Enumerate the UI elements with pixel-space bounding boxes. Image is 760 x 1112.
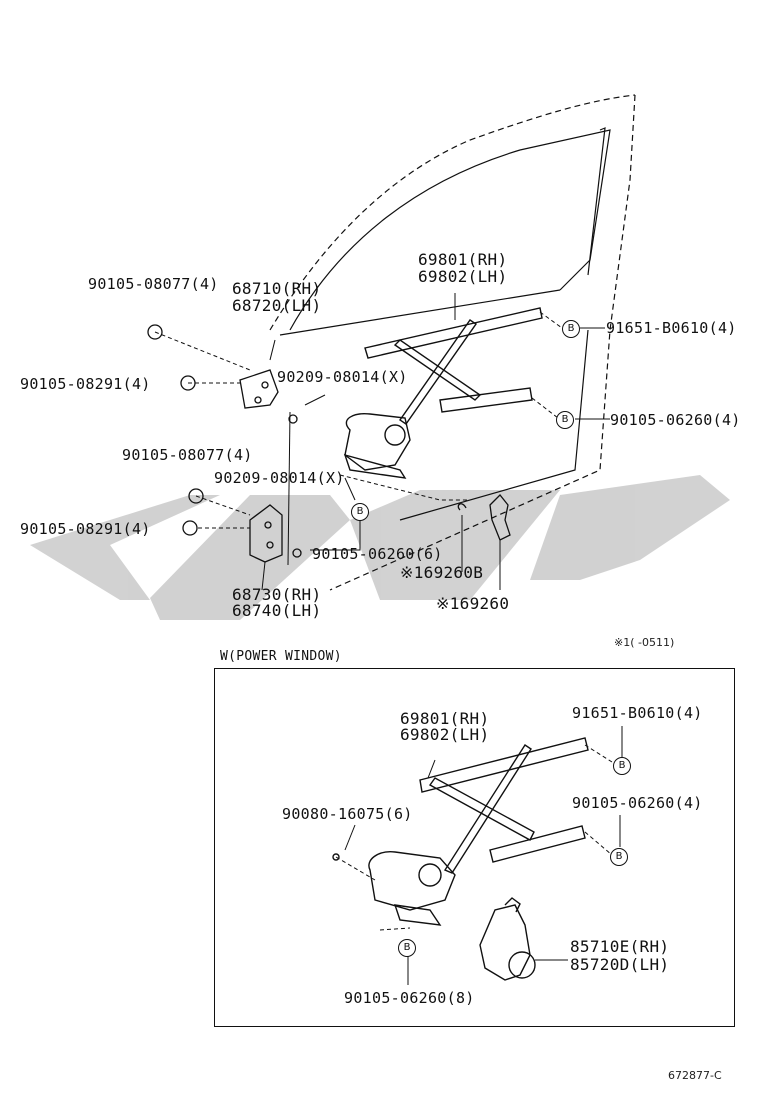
pw-label-bolt-bottom: 90105-06260(8) xyxy=(344,989,475,1007)
power-window-leaders xyxy=(335,726,623,985)
pw-label-clip: 91651-B0610(4) xyxy=(572,704,703,722)
pw-label-screw: 90080-16075(6) xyxy=(282,805,413,823)
label-bolt-top: 90105-08077(4) xyxy=(88,275,219,293)
power-window-regulator xyxy=(332,737,589,981)
b-marker: B xyxy=(398,939,416,957)
label-washer-2: 90209-08014(X) xyxy=(214,469,345,487)
label-handle: ※169260 xyxy=(436,594,510,613)
power-window-title: W(POWER WINDOW) xyxy=(220,649,342,664)
label-hinge-upper-rh: 68710(RH) xyxy=(232,279,322,298)
upper-leaders xyxy=(154,293,610,591)
pw-label-motor-lh: 85720D(LH) xyxy=(570,955,670,974)
label-clip-right-top: 91651-B0610(4) xyxy=(606,319,737,337)
window-handle xyxy=(457,494,511,541)
b-marker: B xyxy=(556,411,574,429)
label-handle-b: ※169260B xyxy=(400,563,484,582)
watermark-logo xyxy=(30,475,730,620)
upper-hinges xyxy=(147,324,302,563)
label-hinge-lower-rh: 68730(RH) xyxy=(232,585,322,604)
label-hinge-lower-lh: 68740(LH) xyxy=(232,601,322,620)
label-hinge-upper-lh: 68720(LH) xyxy=(232,296,322,315)
label-bolt-mid: 90105-08077(4) xyxy=(122,446,253,464)
pw-label-bolt-right: 90105-06260(4) xyxy=(572,794,703,812)
pw-label-regulator-rh: 69801(RH) xyxy=(400,709,490,728)
b-marker: B xyxy=(610,848,628,866)
pw-label-regulator-lh: 69802(LH) xyxy=(400,725,490,744)
power-window-box xyxy=(214,668,735,1027)
b-marker: B xyxy=(562,320,580,338)
label-bolt-left-2: 90105-08291(4) xyxy=(20,520,151,538)
label-bolt-bottom: 90105-06260(6) xyxy=(312,545,443,563)
footnote: ※1( -0511) xyxy=(614,636,675,649)
pw-label-motor-rh: 85710E(RH) xyxy=(570,937,670,956)
label-regulator-rh: 69801(RH) xyxy=(418,250,508,269)
figure-code: 672877-C xyxy=(668,1069,722,1082)
b-marker: B xyxy=(613,757,631,775)
label-bolt-left-1: 90105-08291(4) xyxy=(20,375,151,393)
label-washer-1: 90209-08014(X) xyxy=(277,368,408,386)
b-marker: B xyxy=(351,503,369,521)
door-outline xyxy=(269,94,636,591)
label-regulator-lh: 69802(LH) xyxy=(418,267,508,286)
upper-regulator xyxy=(343,307,543,479)
label-bolt-right-mid: 90105-06260(4) xyxy=(610,411,741,429)
